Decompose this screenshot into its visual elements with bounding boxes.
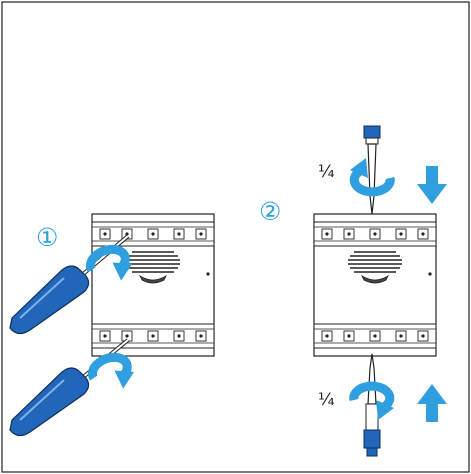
step-2-number: ② — [259, 197, 281, 226]
quarter-turn-bottom: ¼ — [318, 390, 334, 410]
step-1: ① — [9, 213, 215, 437]
screwdriver-icon — [363, 125, 381, 215]
step-2: ② ¼ ¼ — [259, 125, 447, 457]
screwdriver-icon — [363, 353, 381, 457]
arrow-up-icon — [417, 384, 447, 422]
arrow-down-icon — [417, 166, 447, 204]
device-left — [91, 213, 215, 357]
device-right — [313, 213, 437, 357]
quarter-turn-top: ¼ — [318, 162, 334, 182]
step-1-number: ① — [36, 223, 58, 252]
